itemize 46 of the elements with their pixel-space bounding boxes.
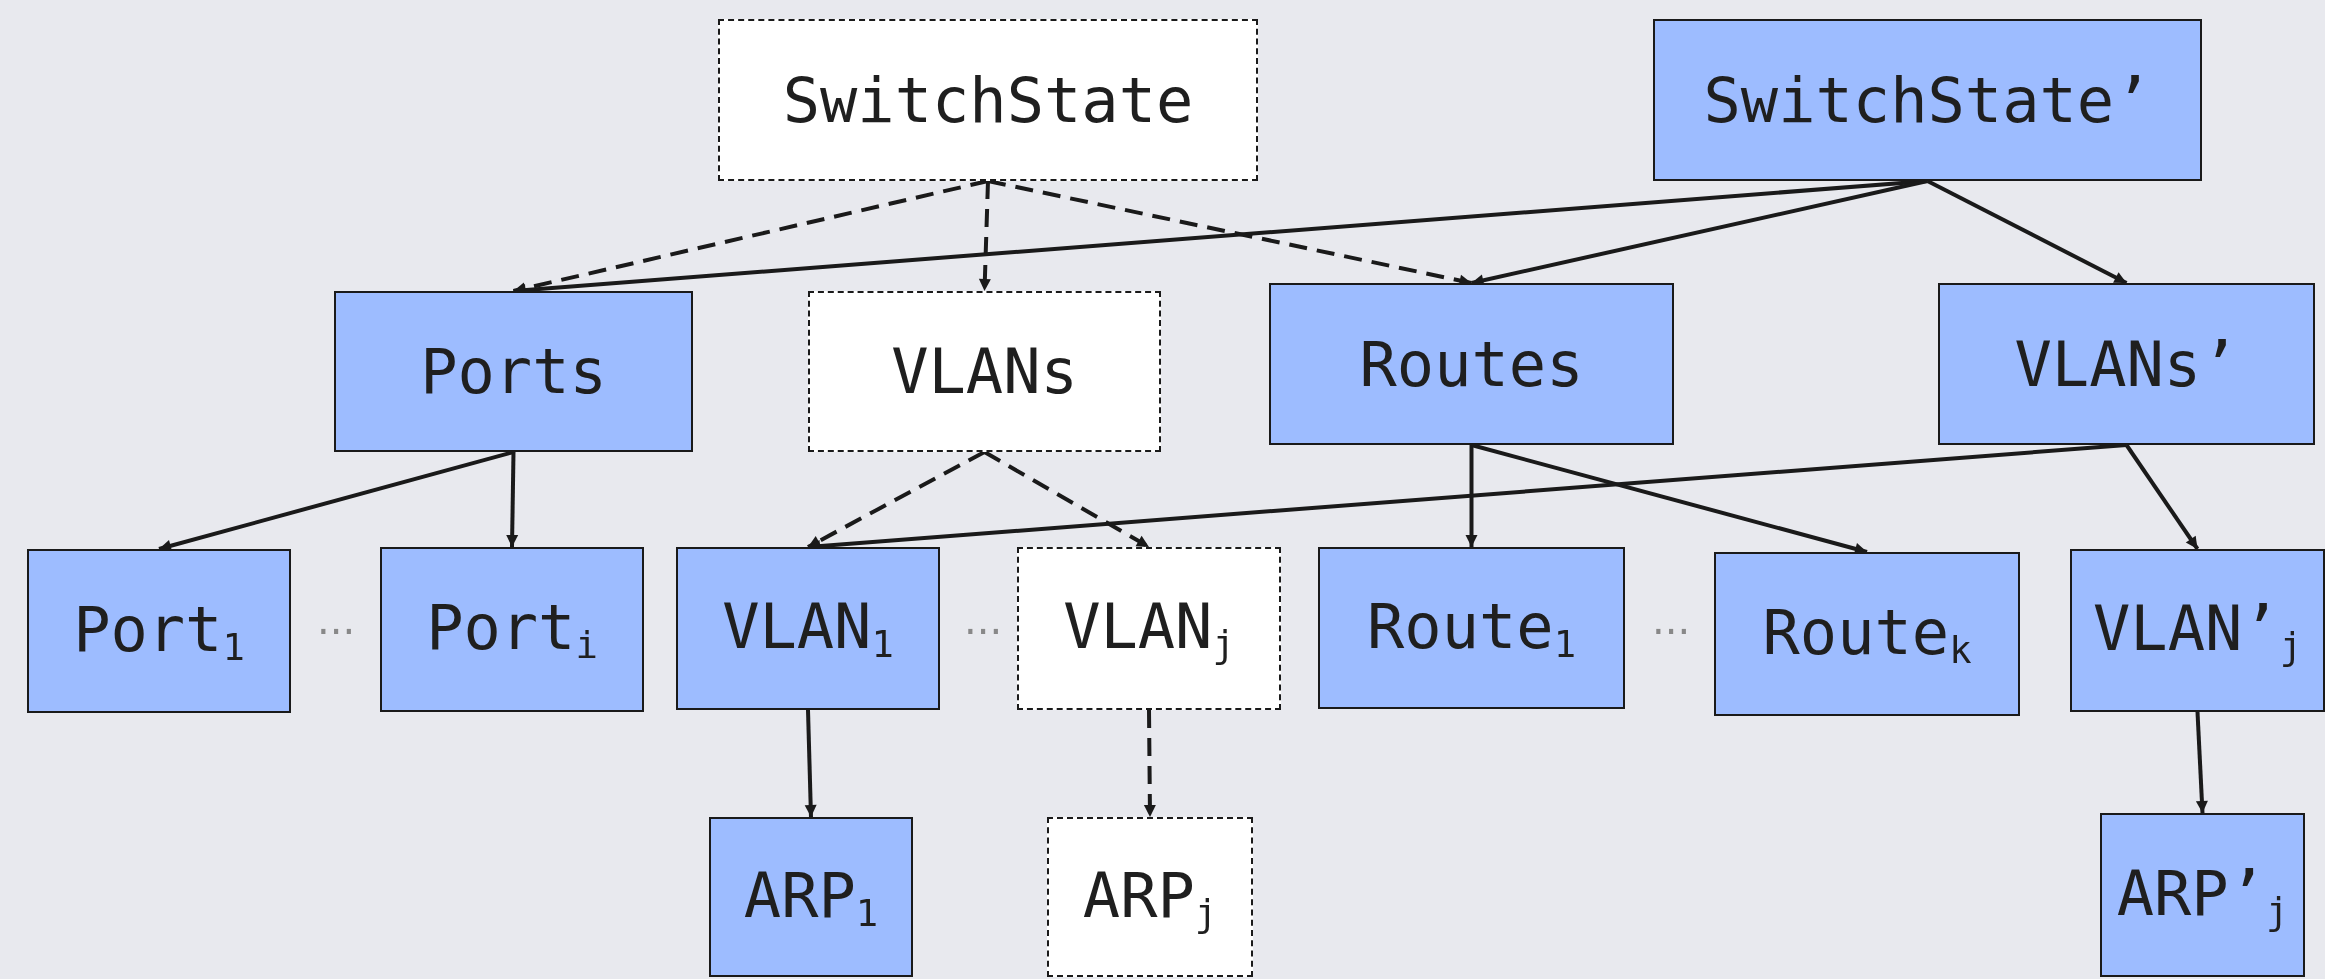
node-label: ARP$_{1}$ <box>743 858 879 936</box>
arrow <box>506 451 519 548</box>
arrow <box>804 709 817 818</box>
ellipsis: ··· <box>964 612 1003 652</box>
arrow <box>2124 443 2200 551</box>
node-label: Port$_{1}$ <box>73 592 245 670</box>
node-label: VLAN$_{j}$ <box>1063 590 1235 667</box>
process-box <box>2070 549 2325 712</box>
node-label: VLAN$_{1}$ <box>722 590 894 667</box>
process-box <box>2100 813 2305 977</box>
process-box <box>1714 552 2020 716</box>
process-box <box>1269 283 1674 445</box>
process-box <box>1318 547 1625 709</box>
dashed-box <box>808 291 1161 452</box>
ellipsis: ··· <box>1652 612 1691 652</box>
process-box <box>676 547 940 710</box>
dashed-box <box>1047 817 1253 977</box>
process-box <box>1938 283 2315 445</box>
node-label: Route$_{1}$ <box>1367 589 1576 667</box>
arrow <box>1470 443 1868 555</box>
process-box <box>380 547 644 712</box>
node-label: ARP$_{j}$ <box>1082 858 1218 936</box>
arrow <box>1143 709 1156 818</box>
node-label: Ports <box>420 335 607 408</box>
dashed-box <box>718 19 1258 181</box>
node-label: VLANs <box>891 335 1078 408</box>
arrow <box>807 450 986 549</box>
arrow <box>1465 445 1478 547</box>
node-label: VLAN’$_{j}$ <box>2093 592 2302 669</box>
node-label: ARP’$_{j}$ <box>2116 856 2289 934</box>
ellipsis: ··· <box>317 612 356 652</box>
node-label: Route$_{k}$ <box>1762 595 1972 673</box>
node-label: Port$_{i}$ <box>426 591 598 668</box>
node-label: VLANs’ <box>2014 327 2239 401</box>
node-label: SwitchState <box>782 63 1194 137</box>
dashed-box <box>1017 547 1281 710</box>
process-box <box>709 817 913 977</box>
arrow <box>978 180 991 292</box>
process-box <box>1653 19 2202 181</box>
process-box <box>27 549 291 713</box>
node-label: SwitchState’ <box>1703 63 2152 137</box>
process-box <box>334 291 693 452</box>
arrow <box>1926 179 2128 285</box>
arrow <box>2195 711 2208 814</box>
node-label: Routes <box>1359 327 1584 401</box>
arrow <box>983 450 1150 549</box>
